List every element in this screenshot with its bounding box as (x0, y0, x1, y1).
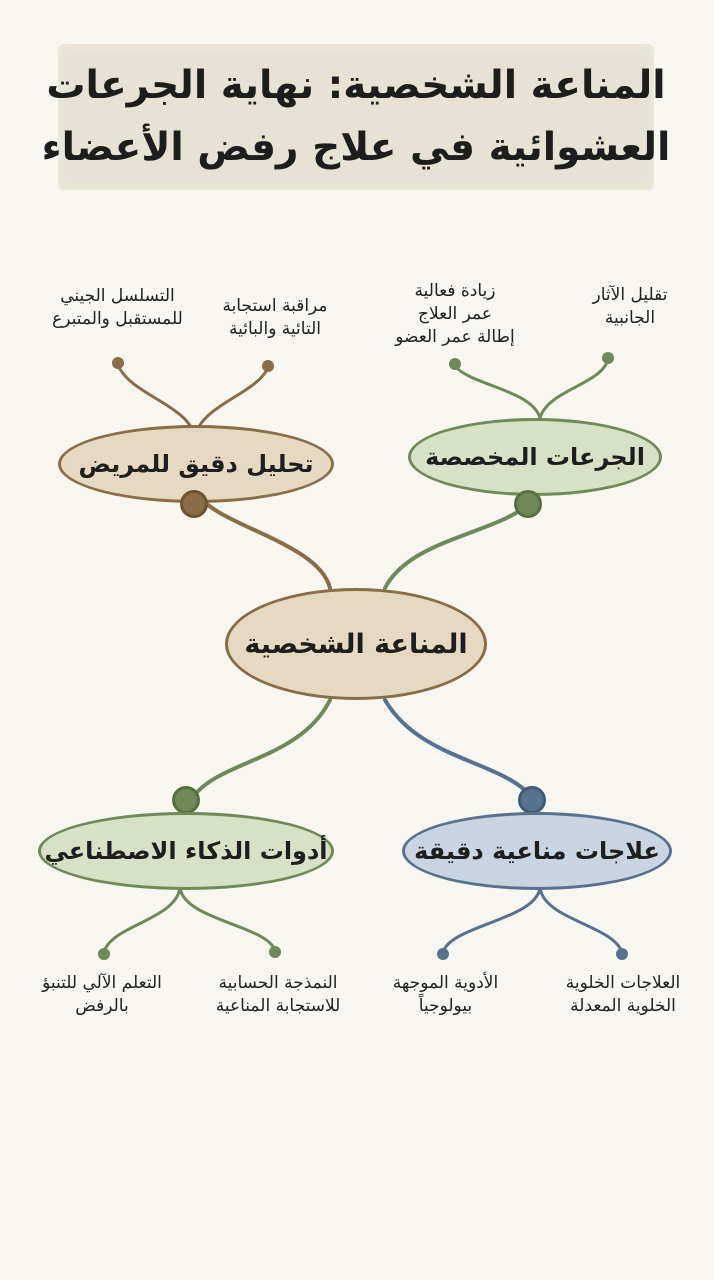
leaf-line: للاستجابة المناعية (215, 996, 341, 1016)
leaf-machine-learning: التعلم الآلي للتنبؤ بالرفض (22, 972, 182, 1018)
node-customized-doses-label: الجرعات المخصصة (425, 443, 645, 471)
connector-immune-leaf-1 (538, 886, 624, 954)
leaf-line: العلاجات الخلوية (565, 973, 681, 993)
leaf-genetic-sequencing: التسلسل الجيني للمستقبل والمتبرع (30, 285, 205, 331)
title-line-2: العشوائية في علاج رفض الأعضاء (41, 125, 671, 170)
leaf-dot (602, 352, 614, 364)
leaf-line: الأدوية الموجهة (392, 973, 499, 993)
connector-center-customized-doses (383, 503, 530, 590)
leaf-line: تقليل الآثار (592, 285, 668, 305)
connector-center-immune-therapies (383, 698, 534, 799)
leaf-line: عمر العلاج (418, 304, 492, 324)
leaf-line: إطالة عمر العضو (395, 327, 515, 347)
node-dot (518, 786, 546, 814)
leaf-line: بيولوجياً (418, 996, 473, 1016)
leaf-increase-efficacy: زيادة فعالية عمر العلاج إطالة عمر العضو (370, 280, 540, 349)
connector-immune-leaf-2 (441, 886, 542, 954)
leaf-line: التسلسل الجيني (60, 286, 175, 306)
leaf-targeted-drugs: الأدوية الموجهة بيولوجياً (378, 972, 513, 1018)
leaf-line: الخلوية المعدلة (570, 996, 676, 1016)
node-dot (514, 490, 542, 518)
node-center-label: المناعة الشخصية (244, 628, 468, 660)
leaf-line: التائية والبائية (229, 319, 321, 339)
leaf-line: للمستقبل والمتبرع (52, 309, 183, 329)
node-customized-doses: الجرعات المخصصة (408, 418, 662, 496)
node-dot (180, 490, 208, 518)
leaf-line: زيادة فعالية (414, 281, 496, 301)
leaf-line: مراقبة استجابة (222, 296, 328, 316)
title-box: المناعة الشخصية: نهاية الجرعات العشوائية… (42, 44, 670, 190)
leaf-dot (269, 946, 281, 958)
connector-ai-leaf-2 (102, 886, 182, 954)
leaf-dot (437, 948, 449, 960)
node-ai-tools: أدوات الذكاء الاصطناعي (38, 812, 334, 890)
connector-center-patient-analysis (206, 503, 332, 590)
node-immune-therapies-label: علاجات مناعية دقيقة (414, 837, 660, 865)
leaf-dot (262, 360, 274, 372)
node-ai-tools-label: أدوات الذكاء الاصطناعي (44, 837, 328, 865)
leaf-monitor-response: مراقبة استجابة التائية والبائية (200, 295, 350, 341)
node-dot (172, 786, 200, 814)
leaf-cell-therapies: العلاجات الخلوية الخلوية المعدلة (548, 972, 698, 1018)
leaf-dot (616, 948, 628, 960)
leaf-line: بالرفض (75, 996, 129, 1016)
leaf-line: التعلم الآلي للتنبؤ (42, 973, 162, 993)
connector-doses-leaf-2 (453, 364, 542, 420)
title-line-1: المناعة الشخصية: نهاية الجرعات (46, 63, 666, 108)
connector-center-ai-tools (191, 698, 332, 799)
node-center: المناعة الشخصية (225, 588, 487, 700)
leaf-computational-modeling: النمذجة الحسابية للاستجابة المناعية (198, 972, 358, 1018)
leaf-dot (449, 358, 461, 370)
leaf-dot (98, 948, 110, 960)
connector-ai-leaf-1 (178, 886, 277, 952)
connector-doses-leaf-1 (538, 358, 610, 420)
node-patient-analysis-label: تحليل دقيق للمريض (78, 450, 314, 478)
leaf-reduce-side-effects: تقليل الآثار الجانبية (560, 284, 700, 330)
leaf-dot (112, 357, 124, 369)
leaf-line: النمذجة الحسابية (218, 973, 338, 993)
leaf-line: الجانبية (604, 308, 656, 328)
node-immune-therapies: علاجات مناعية دقيقة (402, 812, 672, 890)
